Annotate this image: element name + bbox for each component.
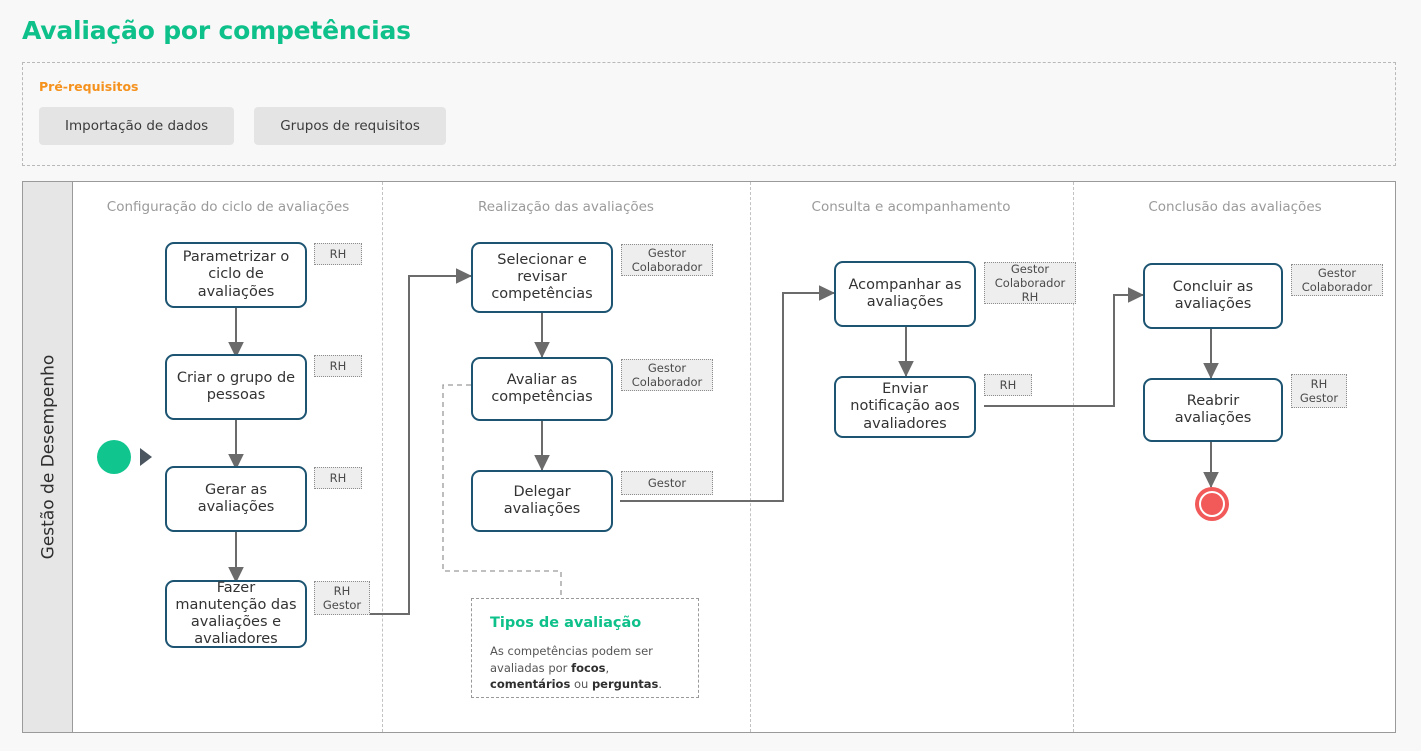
prerequisites-title: Pré-requisitos [39,79,139,94]
import-data-button[interactable]: Importação de dados [39,107,235,145]
wire-delegar-to-acompanhar [620,285,835,502]
task-gerar-avaliacoes[interactable]: Gerar as avaliações [165,466,307,532]
role-badge-avaliar: Gestor Colaborador [621,359,713,391]
wire-manutencao-to-selecionar [314,268,472,615]
lane-separator-1 [382,182,383,732]
task-enviar-notificacao[interactable]: Enviar notificação aos avaliadores [834,376,976,438]
note-text-3: ou [570,677,592,692]
role-badge-enviar: RH [984,374,1032,396]
note-text-2: , [605,660,610,675]
pool-band [23,182,73,732]
role-badge-gerar: RH [314,467,362,489]
role-badge-acompanhar: Gestor Colaborador RH [984,262,1076,304]
requirement-groups-button[interactable]: Grupos de requisitos [254,107,446,145]
prerequisites-button-group: Importação de dados Grupos de requisitos [39,107,446,145]
task-selecionar-revisar-competencias[interactable]: Selecionar e revisar competências [471,242,613,313]
lane-title-configuracao: Configuração do ciclo de avaliações [106,199,350,215]
note-bold-perguntas: perguntas [591,677,659,692]
start-event-circle[interactable] [97,440,131,474]
lane-title-consulta: Consulta e acompanhamento [811,199,1011,215]
role-badge-reabrir: RH Gestor [1291,374,1347,408]
role-badge-criar-grupo: RH [314,355,362,377]
task-fazer-manutencao[interactable]: Fazer manutenção das avaliações e avalia… [165,580,307,648]
note-title: Tipos de avaliação [490,615,642,631]
pool-label: Gestão de Desempenho [23,182,73,732]
lane-separator-2 [750,182,751,732]
note-text-4: . [658,677,663,692]
note-tipos-de-avaliacao: Tipos de avaliação As competências podem… [471,598,699,698]
lane-title-realizacao: Realização das avaliações [478,199,654,215]
note-bold-focos: focos [571,660,606,675]
prerequisites-panel: Pré-requisitos Importação de dados Grupo… [22,62,1396,166]
start-arrow-icon [140,448,152,466]
pool-label-text: Gestão de Desempenho [38,354,58,560]
role-badge-concluir: Gestor Colaborador [1291,264,1383,296]
process-diagram: Gestão de Desempenho Configuração do cic… [22,181,1396,733]
task-acompanhar-avaliacoes[interactable]: Acompanhar as avaliações [834,261,976,327]
task-reabrir-avaliacoes[interactable]: Reabrir avaliações [1143,378,1283,442]
end-event-inner-ring [1199,491,1225,517]
note-bold-comentarios: comentários [490,677,571,692]
task-concluir-avaliacoes[interactable]: Concluir as avaliações [1143,263,1283,329]
page-title: Avaliação por competências [22,16,411,45]
task-delegar-avaliacoes[interactable]: Delegar avaliações [471,470,613,532]
role-badge-selecionar: Gestor Colaborador [621,244,713,276]
lane-separator-3 [1073,182,1074,732]
task-criar-grupo-pessoas[interactable]: Criar o grupo de pessoas [165,354,307,420]
role-badge-manutencao: RH Gestor [314,581,370,615]
task-avaliar-competencias[interactable]: Avaliar as competências [471,357,613,421]
role-badge-parametrizar: RH [314,243,362,265]
task-parametrizar-ciclo[interactable]: Parametrizar o ciclo de avaliações [165,242,307,308]
role-badge-delegar: Gestor [621,471,713,495]
note-text-1: As competências podem ser avaliadas por [490,644,653,675]
lane-title-conclusao: Conclusão das avaliações [1148,199,1322,215]
note-body: As competências podem ser avaliadas por … [490,643,680,693]
